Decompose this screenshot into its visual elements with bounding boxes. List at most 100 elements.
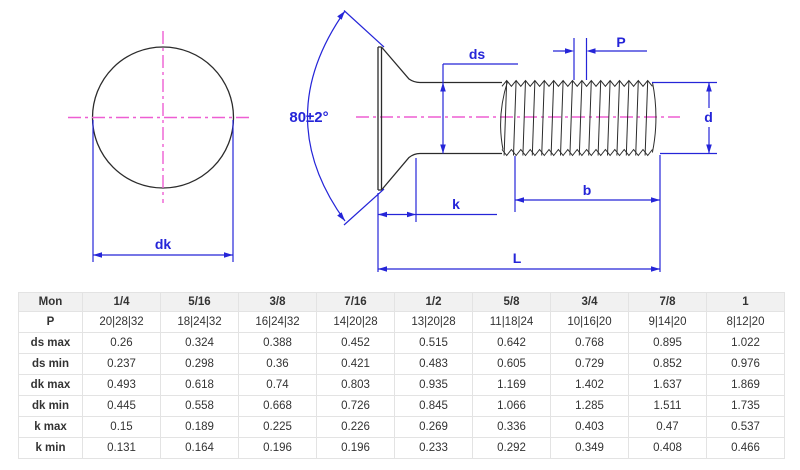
value-cell: 0.15 xyxy=(82,416,161,438)
value-cell: 0.237 xyxy=(82,353,161,375)
value-cell: 0.324 xyxy=(160,332,239,354)
value-cell: 0.668 xyxy=(238,395,317,417)
size-column-header: 5/16 xyxy=(160,292,239,312)
value-cell: 0.47 xyxy=(628,416,707,438)
d-dimension-label: d xyxy=(704,109,713,125)
value-cell: 1.402 xyxy=(550,374,629,396)
size-column-header: 7/16 xyxy=(316,292,395,312)
value-cell: 0.729 xyxy=(550,353,629,375)
value-cell: 0.895 xyxy=(628,332,707,354)
k-dimension-label: k xyxy=(452,196,460,212)
value-cell: 0.845 xyxy=(394,395,473,417)
value-cell: 1.511 xyxy=(628,395,707,417)
size-column-header: 5/8 xyxy=(472,292,551,312)
value-cell: 0.976 xyxy=(706,353,785,375)
value-cell: 0.408 xyxy=(628,437,707,459)
row-label: dk min xyxy=(18,395,83,417)
value-cell: 1.285 xyxy=(550,395,629,417)
l-dimension: L xyxy=(378,250,660,272)
value-cell: 0.26 xyxy=(82,332,161,354)
value-cell: 0.336 xyxy=(472,416,551,438)
value-cell: 1.735 xyxy=(706,395,785,417)
value-cell: 0.452 xyxy=(316,332,395,354)
value-cell: 0.493 xyxy=(82,374,161,396)
value-cell: 1.637 xyxy=(628,374,707,396)
head-top-view: dk xyxy=(68,31,251,262)
row-label: dk max xyxy=(18,374,83,396)
value-cell: 0.403 xyxy=(550,416,629,438)
value-cell: 0.537 xyxy=(706,416,785,438)
value-cell: 0.852 xyxy=(628,353,707,375)
value-cell: 0.298 xyxy=(160,353,239,375)
value-cell: 0.558 xyxy=(160,395,239,417)
value-cell: 0.768 xyxy=(550,332,629,354)
b-dimension-label: b xyxy=(583,182,592,198)
value-cell: 0.131 xyxy=(82,437,161,459)
value-cell: 1.169 xyxy=(472,374,551,396)
value-cell: 0.483 xyxy=(394,353,473,375)
thread-pattern xyxy=(500,79,657,157)
size-column-header: 3/4 xyxy=(550,292,629,312)
value-cell: 0.605 xyxy=(472,353,551,375)
value-cell: 0.36 xyxy=(238,353,317,375)
row-label: k min xyxy=(18,437,83,459)
value-cell: 1.022 xyxy=(706,332,785,354)
thread-end-cap xyxy=(651,81,657,153)
value-cell: 0.196 xyxy=(316,437,395,459)
value-cell: 0.349 xyxy=(550,437,629,459)
d-dimension: d xyxy=(652,81,717,155)
value-cell: 0.803 xyxy=(316,374,395,396)
pitch-dimension: P xyxy=(553,34,647,80)
l-dimension-label: L xyxy=(513,250,522,266)
value-cell: 0.225 xyxy=(238,416,317,438)
dk-dimension-label: dk xyxy=(155,236,172,252)
row-label: ds max xyxy=(18,332,83,354)
value-cell: 0.74 xyxy=(238,374,317,396)
value-cell: 11|18|24 xyxy=(472,311,551,333)
row-label: P xyxy=(18,311,83,333)
row-label: k max xyxy=(18,416,83,438)
size-column-header: 7/8 xyxy=(628,292,707,312)
size-column-header: 1/4 xyxy=(82,292,161,312)
value-cell: 0.421 xyxy=(316,353,395,375)
value-cell: 20|28|32 xyxy=(82,311,161,333)
ds-dimension-label: ds xyxy=(469,46,486,62)
value-cell: 0.726 xyxy=(316,395,395,417)
value-cell: 0.642 xyxy=(472,332,551,354)
value-cell: 9|14|20 xyxy=(628,311,707,333)
size-column-header: 1/2 xyxy=(394,292,473,312)
value-cell: 0.292 xyxy=(472,437,551,459)
b-dimension: b xyxy=(514,155,661,272)
size-column-header: 3/8 xyxy=(238,292,317,312)
value-cell: 0.189 xyxy=(160,416,239,438)
value-cell: 0.935 xyxy=(394,374,473,396)
screw-side-view: 80±2° ds P xyxy=(289,10,717,272)
size-column-header: 1 xyxy=(706,292,785,312)
k-dimension: k xyxy=(377,158,497,272)
value-cell: 1.066 xyxy=(472,395,551,417)
value-cell: 14|20|28 xyxy=(316,311,395,333)
ds-dimension: ds xyxy=(440,46,518,154)
value-cell: 0.233 xyxy=(394,437,473,459)
value-cell: 0.164 xyxy=(160,437,239,459)
value-cell: 0.445 xyxy=(82,395,161,417)
thread-runout xyxy=(500,81,508,150)
angle-dimension-label: 80±2° xyxy=(289,109,328,126)
value-cell: 10|16|20 xyxy=(550,311,629,333)
pitch-dimension-label: P xyxy=(616,34,625,50)
value-cell: 1.869 xyxy=(706,374,785,396)
value-cell: 18|24|32 xyxy=(160,311,239,333)
dk-dimension: dk xyxy=(92,120,234,262)
value-cell: 16|24|32 xyxy=(238,311,317,333)
value-cell: 0.226 xyxy=(316,416,395,438)
value-cell: 0.269 xyxy=(394,416,473,438)
